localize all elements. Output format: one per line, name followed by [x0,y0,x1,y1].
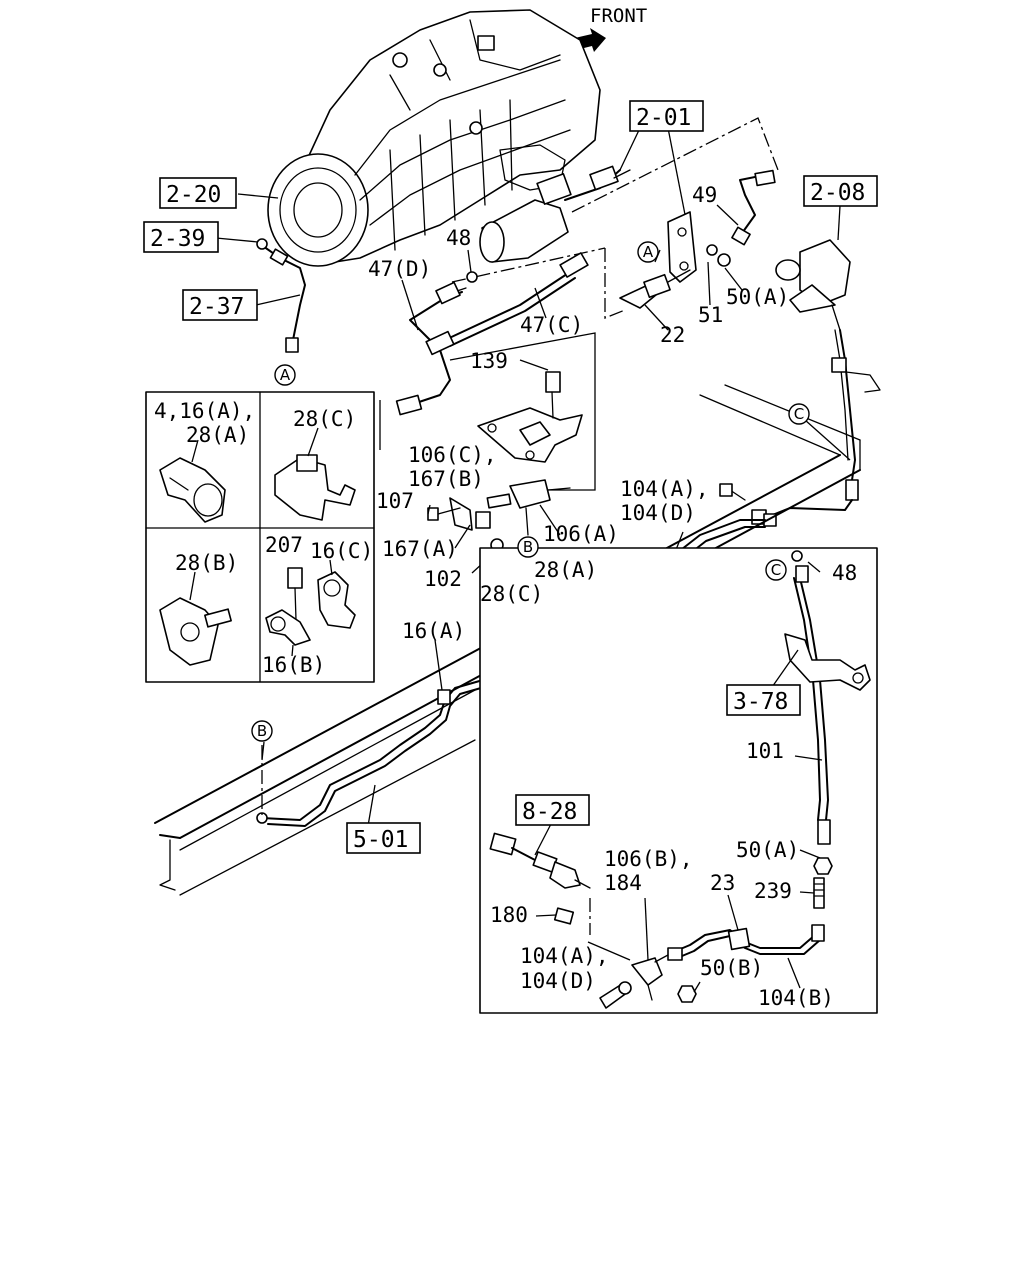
marker-b-mid: B [517,536,539,558]
svg-text:2-08: 2-08 [810,180,865,206]
label-22: 22 [660,323,685,347]
marker-b-left: B [251,720,273,742]
marker-c-main: C [788,403,810,425]
label-167b: 167(B) [408,467,484,491]
label-101: 101 [746,739,784,763]
upper-bracket [667,211,697,283]
svg-text:A: A [643,243,654,261]
label-104d-inset: 104(D) [520,969,596,993]
clip-label-28b: 28(B) [175,551,238,575]
label-48-inset: 48 [832,561,857,585]
label-47c: 47(C) [520,313,583,337]
ref-box-2-37: 2-37 [182,289,258,321]
label-104a-mid: 104(A), [620,477,709,501]
svg-text:2-37: 2-37 [189,294,244,320]
front-label: FRONT [590,5,647,27]
clip-label-16b: 16(B) [262,653,325,677]
clip-label-4-16a: 4,16(A), [154,399,255,423]
label-239: 239 [754,879,792,903]
ref-box-3-78: 3-78 [726,684,801,716]
label-102: 102 [424,567,462,591]
svg-text:C: C [794,405,804,423]
ref-box-2-01: 2-01 [629,100,704,132]
marker-c-inset: C [765,559,787,581]
label-48-top: 48 [446,226,471,250]
label-139: 139 [470,349,508,373]
label-104a-inset: 104(A), [520,944,609,968]
ref-box-2-39: 2-39 [143,221,219,253]
svg-text:2-01: 2-01 [636,105,691,131]
svg-text:8-28: 8-28 [522,799,577,825]
marker-a-left: A [274,364,296,386]
clip-label-207: 207 [265,533,303,557]
label-51: 51 [698,303,723,327]
detail-inset-c [479,547,878,1014]
slave-cylinder [479,165,631,263]
ref-box-5-01: 5-01 [346,822,421,854]
part-labels: 48 47(D) 47(C) 49 50(A) 51 22 139 106(C)… [368,183,857,1010]
svg-text:B: B [257,722,267,740]
svg-text:A: A [280,366,291,384]
svg-text:2-20: 2-20 [166,182,221,208]
svg-text:3-78: 3-78 [733,689,788,715]
tee-fitting-106a [427,479,571,552]
label-50a-inset: 50(A) [736,838,799,862]
label-107: 107 [376,489,414,513]
svg-text:B: B [523,538,533,556]
svg-text:2-39: 2-39 [150,226,205,252]
ref-box-2-08: 2-08 [803,175,878,207]
label-106c: 106(C), [408,443,497,467]
label-104b: 104(B) [758,986,834,1010]
label-50b: 50(B) [700,956,763,980]
label-47d: 47(D) [368,257,431,281]
clip-label-28a: 28(A) [186,423,249,447]
clip-detail-inset [145,391,375,683]
label-16a-main: 16(A) [402,619,465,643]
clip-inset-labels: 4,16(A), 28(A) 28(C) 28(B) 207 16(C) 16(… [154,399,373,677]
clutch-master-reservoir [775,239,851,331]
label-104d-mid: 104(D) [620,501,696,525]
label-180: 180 [490,903,528,927]
transmission-assembly [267,9,601,267]
label-23: 23 [710,871,735,895]
svg-text:5-01: 5-01 [353,827,408,853]
label-167a: 167(A) [382,537,458,561]
label-184: 184 [604,871,642,895]
ref-box-2-20: 2-20 [159,177,237,209]
clip-label-28c: 28(C) [293,407,356,431]
label-106a: 106(A) [543,522,619,546]
clip-label-16c: 16(C) [310,539,373,563]
mid-bracket [477,371,583,463]
label-49: 49 [692,183,717,207]
label-50a-top: 50(A) [726,285,789,309]
marker-a-right: A [637,241,659,263]
label-28a-main: 28(A) [534,558,597,582]
label-28c-main: 28(C) [480,582,543,606]
label-106b: 106(B), [604,847,693,871]
tee-fitting-22 [619,269,691,309]
svg-text:C: C [771,561,781,579]
ref-box-8-28: 8-28 [515,794,590,826]
